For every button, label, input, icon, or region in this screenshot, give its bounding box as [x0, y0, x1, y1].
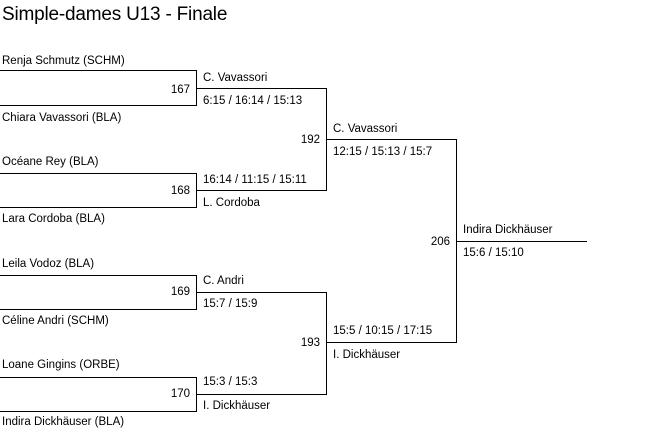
- match-score: 15:5 / 10:15 / 17:15: [333, 325, 433, 337]
- match-score: 15:3 / 15:3: [203, 376, 258, 388]
- player-name: Loane Gingins (ORBE): [2, 359, 120, 371]
- match-number: 167: [170, 84, 190, 96]
- bracket-line: [0, 207, 197, 208]
- player-name: Céline Andri (SCHM): [2, 315, 109, 327]
- match-score: 16:14 / 11:15 / 15:11: [203, 174, 307, 186]
- bracket-line: [326, 139, 457, 140]
- bracket-line: [0, 173, 197, 174]
- match-score: 6:15 / 16:14 / 15:13: [203, 95, 303, 107]
- player-name: Renja Schmutz (SCHM): [2, 55, 125, 67]
- match-number: 192: [300, 134, 320, 146]
- match-number: 168: [170, 185, 190, 197]
- match-score: 15:7 / 15:9: [203, 298, 258, 310]
- winner-name: I. Dickhäuser: [333, 349, 401, 361]
- bracket-line: [196, 394, 327, 395]
- match-number: 169: [170, 286, 190, 298]
- winner-name: C. Vavassori: [333, 123, 398, 135]
- bracket-line: [196, 88, 327, 89]
- bracket-line: [0, 70, 197, 71]
- player-name: Chiara Vavassori (BLA): [2, 112, 122, 124]
- bracket-line: [326, 292, 327, 395]
- bracket-line: [326, 342, 457, 343]
- champion-name: Indira Dickhäuser: [463, 224, 553, 236]
- bracket-line: [0, 377, 197, 378]
- match-number: 193: [300, 337, 320, 349]
- winner-name: I. Dickhäuser: [203, 400, 271, 412]
- bracket-line: [0, 275, 197, 276]
- match-score: 12:15 / 15:13 / 15:7: [333, 146, 433, 158]
- match-number: 170: [170, 388, 190, 400]
- match-score: 15:6 / 15:10: [463, 247, 524, 259]
- bracket-line: [196, 190, 327, 191]
- bracket-line: [0, 309, 197, 310]
- bracket-line: [456, 241, 587, 242]
- winner-name: L. Cordoba: [203, 197, 260, 209]
- player-name: Océane Rey (BLA): [2, 156, 99, 168]
- player-name: Lara Cordoba (BLA): [2, 213, 105, 225]
- match-number: 206: [430, 236, 450, 248]
- bracket-line: [0, 105, 197, 106]
- player-name: Indira Dickhäuser (BLA): [2, 416, 125, 428]
- page-title: Simple-dames U13 - Finale: [2, 4, 228, 25]
- bracket-line: [0, 411, 197, 412]
- winner-name: C. Vavassori: [203, 72, 268, 84]
- winner-name: C. Andri: [203, 275, 244, 287]
- bracket-line: [196, 292, 327, 293]
- player-name: Leila Vodoz (BLA): [2, 258, 95, 270]
